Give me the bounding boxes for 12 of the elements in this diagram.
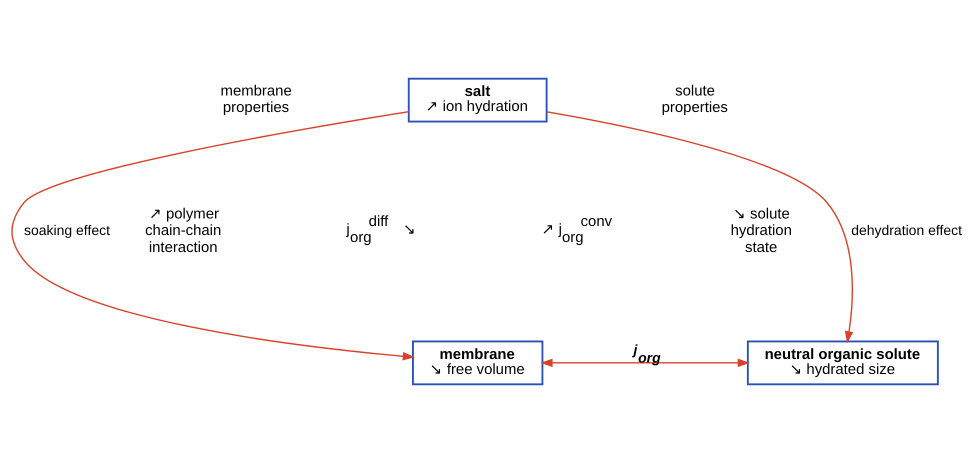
arrow [540, 358, 750, 368]
arrow [546, 111, 854, 344]
label: membrane properties [220, 83, 292, 116]
node-box: salt ↗ ion hydration [408, 78, 548, 122]
label: ↘ solute hydration state [730, 206, 792, 256]
label: ↗ polymer chain-chain interaction [145, 206, 222, 256]
edge-label: soaking effect [24, 222, 110, 238]
arrow [12, 111, 415, 360]
node-box: neutral organic solute ↘ hydrated size [746, 340, 939, 386]
label: solute properties [662, 83, 728, 116]
node-box: membrane ↘ free volume [412, 340, 544, 386]
edge-label: dehydration effect [851, 222, 962, 238]
